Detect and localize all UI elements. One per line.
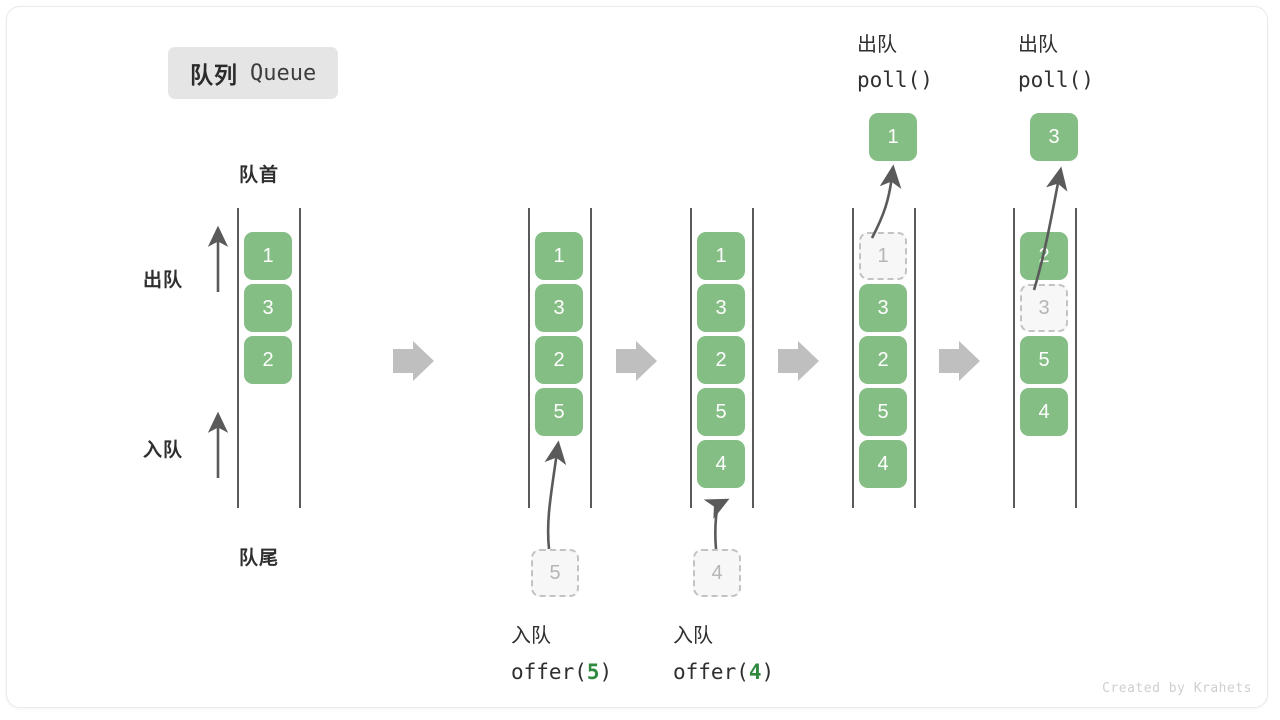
queue-cell: 3	[859, 284, 907, 332]
queue-cell: 2	[535, 336, 583, 384]
queue-cell: 3	[697, 284, 745, 332]
queue-cell: 3	[535, 284, 583, 332]
queue-cell-ghost: 3	[1020, 284, 1068, 332]
title-chinese: 队列	[190, 62, 238, 88]
queue-head-label: 队首	[239, 165, 280, 186]
queue-cell: 3	[244, 284, 292, 332]
operation-code-suffix: )	[599, 660, 613, 684]
operation-code-prefix: offer(	[673, 660, 749, 684]
operation-code-value: 4	[748, 660, 762, 684]
operation-caption: 入队 offer(4)	[673, 618, 774, 690]
queue-rail-left	[1013, 208, 1015, 508]
queue-cell: 4	[1020, 388, 1068, 436]
dequeue-direction-label: 出队	[143, 270, 184, 291]
queue-cell: 5	[697, 388, 745, 436]
incoming-cell-ghost: 5	[531, 549, 579, 597]
queue-cell: 4	[859, 440, 907, 488]
queue-cell: 2	[859, 336, 907, 384]
queue-rail-left	[852, 208, 854, 508]
operation-top-caption: 出队 poll()	[857, 28, 933, 98]
queue-cell: 2	[697, 336, 745, 384]
popped-cell: 1	[869, 113, 917, 161]
queue-cell: 5	[535, 388, 583, 436]
title-english: Queue	[250, 60, 317, 86]
operation-code-suffix: )	[761, 660, 775, 684]
queue-rail-right	[590, 208, 592, 508]
queue-rail-right	[299, 208, 301, 508]
queue-rail-right	[914, 208, 916, 508]
queue-cell: 1	[535, 232, 583, 280]
queue-rail-right	[1075, 208, 1077, 508]
operation-caption-cn: 入队	[673, 625, 713, 647]
enqueue-direction-label: 入队	[143, 440, 184, 461]
operation-top-caption-code: poll()	[1018, 68, 1094, 92]
operation-top-caption-cn: 出队	[857, 34, 897, 56]
queue-rail-left	[237, 208, 239, 508]
operation-top-caption-cn: 出队	[1018, 34, 1058, 56]
title-badge: 队列 Queue	[168, 47, 339, 99]
incoming-cell-ghost: 4	[693, 549, 741, 597]
operation-top-caption: 出队 poll()	[1018, 28, 1094, 98]
queue-tail-label: 队尾	[239, 548, 280, 569]
operation-caption-code: offer(5)	[511, 654, 612, 690]
queue-cell-ghost: 1	[859, 232, 907, 280]
queue-cell: 1	[244, 232, 292, 280]
operation-code-prefix: offer(	[511, 660, 587, 684]
operation-top-caption-code: poll()	[857, 68, 933, 92]
operation-caption-code: offer(4)	[673, 654, 774, 690]
diagram-card	[6, 6, 1268, 708]
operation-caption: 入队 offer(5)	[511, 618, 612, 690]
watermark: Created by Krahets	[1102, 681, 1252, 696]
queue-cell: 1	[697, 232, 745, 280]
popped-cell: 3	[1030, 113, 1078, 161]
queue-cell: 2	[244, 336, 292, 384]
operation-caption-cn: 入队	[511, 625, 551, 647]
queue-cell: 5	[1020, 336, 1068, 384]
queue-cell: 4	[697, 440, 745, 488]
operation-code-value: 5	[586, 660, 600, 684]
queue-cell: 2	[1020, 232, 1068, 280]
queue-rail-left	[528, 208, 530, 508]
queue-rail-left	[690, 208, 692, 508]
queue-rail-right	[752, 208, 754, 508]
queue-cell: 5	[859, 388, 907, 436]
